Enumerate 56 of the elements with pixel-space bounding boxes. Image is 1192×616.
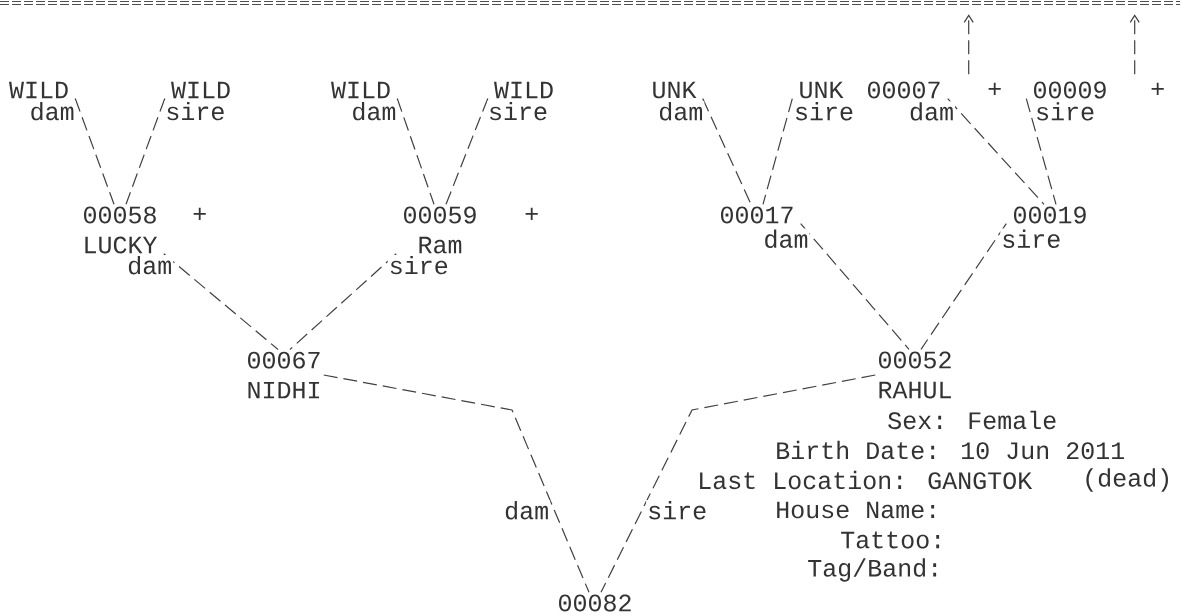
plus-marker: +	[1151, 82, 1164, 95]
pedigree-line	[963, 14, 974, 75]
record-field: Birth Date: 10 Jun 2011	[777, 440, 1124, 460]
plus-marker: +	[525, 207, 538, 220]
record-field: Last Location: GANGTOK	[700, 470, 1033, 490]
animal-id: 00059 Ram	[404, 206, 476, 254]
edge-label: sire	[646, 500, 709, 521]
edge-label: dam	[762, 228, 810, 249]
record-field: Sex: Female	[888, 410, 1056, 430]
animal-id: WILD	[494, 81, 553, 99]
animal-id: WILD	[331, 81, 390, 99]
animal-id: WILD	[9, 81, 68, 99]
pedigree-line	[396, 97, 435, 205]
edge-label: dam	[503, 500, 551, 521]
pedigree-line	[289, 253, 397, 351]
edge-label: dam	[908, 101, 956, 122]
animal-id: UNK	[653, 81, 697, 99]
edge-label: sire	[387, 255, 450, 276]
edge-label: dam	[28, 100, 76, 122]
pedigree-line	[920, 223, 1007, 350]
pedigree-line	[445, 97, 489, 205]
pedigree-line	[762, 97, 793, 205]
record-field: (dead)	[1086, 468, 1168, 492]
edge-label: dam	[350, 100, 398, 122]
animal-id: 00082	[559, 594, 631, 612]
animal-id: 00017	[721, 206, 793, 224]
animal-id: 00007	[868, 81, 940, 99]
edge-label: dam	[657, 101, 705, 122]
edge-label: sire	[164, 100, 227, 122]
animal-id: WILD	[171, 81, 230, 99]
pedigree-line	[125, 97, 166, 205]
pedigree-line	[600, 374, 876, 593]
record-field: Tag/Band:	[808, 558, 937, 582]
animal-id: 00067 NIDHI	[248, 351, 320, 399]
edge-label: sire	[1034, 101, 1097, 122]
record-field: House Name:	[777, 501, 935, 519]
plus-marker: +	[988, 82, 1001, 95]
pedigree-line	[800, 223, 910, 350]
edge-label: sire	[793, 101, 855, 122]
pedigree-line	[74, 97, 115, 205]
animal-id: 00052 RAHUL	[879, 351, 951, 399]
edge-label: sire	[487, 100, 549, 122]
record-field: Tattoo:	[841, 531, 940, 549]
plus-marker: +	[193, 207, 206, 220]
pedigree-line	[1025, 98, 1057, 205]
pedigree-line	[702, 97, 752, 205]
edge-label: dam	[126, 254, 174, 276]
pedigree-line	[947, 98, 1045, 205]
animal-id: UNK	[800, 81, 844, 99]
pedigree-line	[323, 374, 590, 593]
animal-id: 00019	[1014, 206, 1086, 224]
animal-id: 00058 LUCKY	[84, 206, 158, 254]
edge-label: sire	[1000, 228, 1063, 249]
animal-id: 00009	[1034, 81, 1106, 99]
pedigree-line	[163, 253, 279, 351]
pedigree-line	[1129, 14, 1140, 75]
